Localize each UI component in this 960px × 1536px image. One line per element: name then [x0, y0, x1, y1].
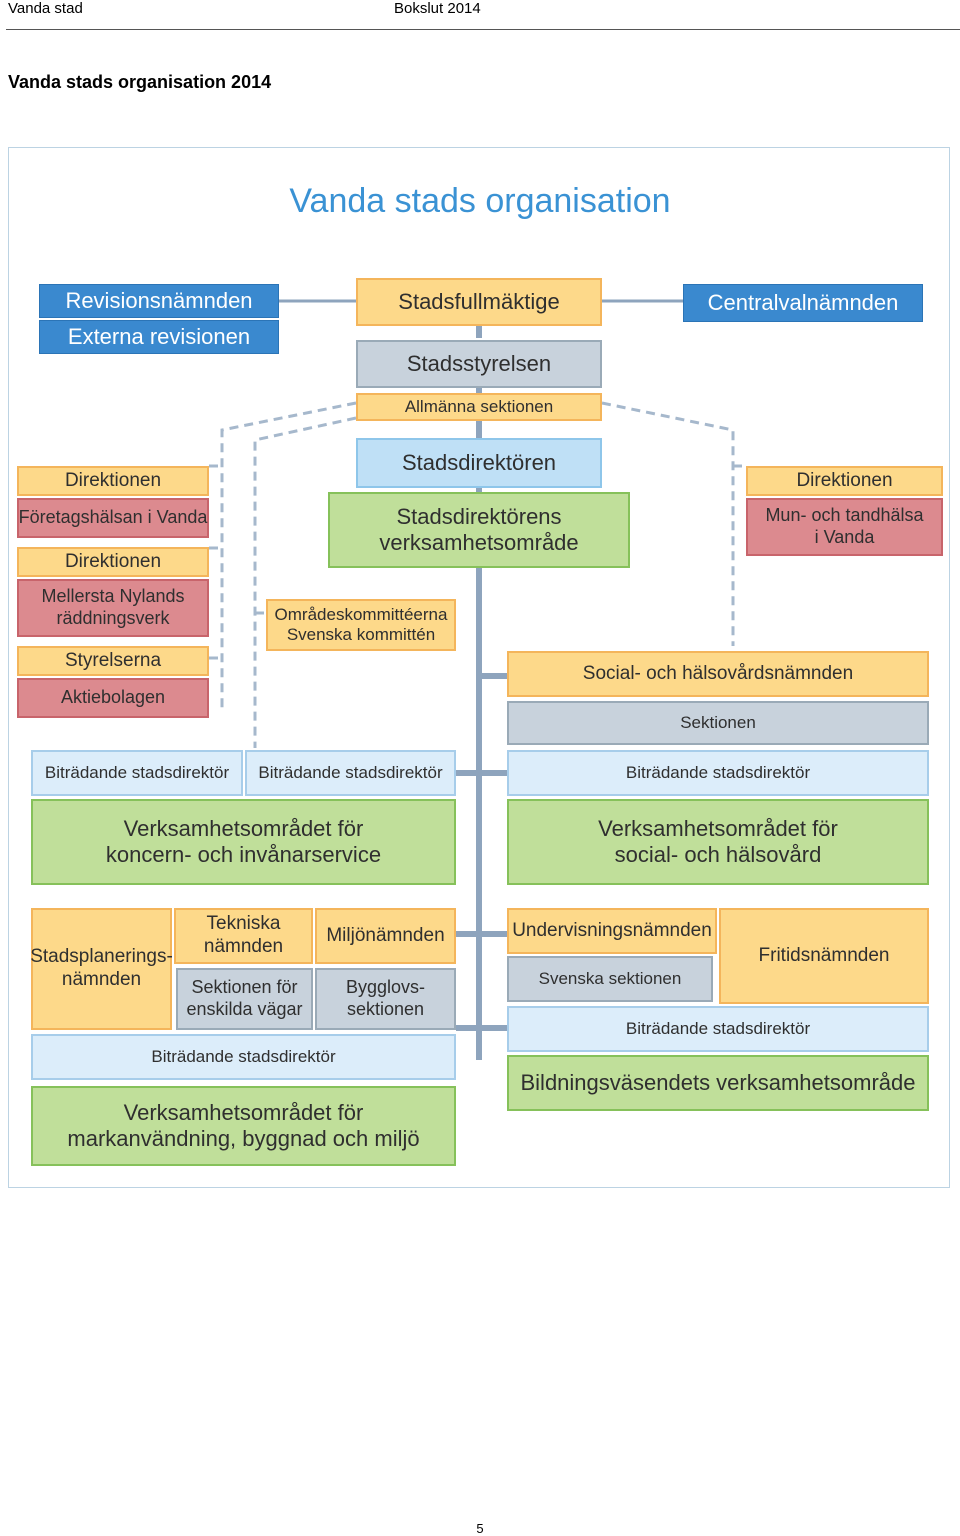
allmanna-sektionen-box: Allmänna sektionen: [356, 393, 602, 421]
left-direktionen-box: Direktionen: [17, 466, 209, 496]
right-direktionen-box: Direktionen: [746, 466, 943, 496]
omradeskommitteerna-box: Områdeskommittéerna Svenska kommittén: [266, 599, 456, 651]
stadsstyrelsen-box: Stadsstyrelsen: [356, 340, 602, 388]
page-number: 5: [476, 1521, 484, 1536]
revisionsnamnden-box: Revisionsnämnden: [39, 284, 279, 318]
bitradande-stadsdirektor-box: Biträdande stadsdirektör: [507, 1006, 929, 1052]
bitradande-stadsdirektor-box: Biträdande stadsdirektör: [31, 1034, 456, 1080]
tekniska-namnden-box: Tekniska nämnden: [174, 908, 313, 964]
miljonamnden-box: Miljönämnden: [315, 908, 456, 964]
mun-och-tandhalsa-box: Mun- och tandhälsa i Vanda: [746, 498, 943, 556]
markanvandning-omrade-box: Verksamhetsområdet för markanvändning, b…: [31, 1086, 456, 1166]
centralvalnamnden-box: Centralvalnämnden: [683, 284, 923, 322]
header-rule: [6, 29, 960, 30]
sektionen-box: Sektionen: [507, 701, 929, 745]
bitradande-stadsdirektor-box: Biträdande stadsdirektör: [31, 750, 243, 796]
dashed-connector: [253, 416, 357, 748]
left-direktionen-box: Direktionen: [17, 547, 209, 577]
undervisningsnamnden-box: Undervisningsnämnden: [507, 908, 717, 954]
stadsfullmaktige-box: Stadsfullmäktige: [356, 278, 602, 326]
chart-title: Vanda stads organisation: [289, 182, 671, 220]
fritidsnamnden-box: Fritidsnämnden: [719, 908, 929, 1004]
externa-revisionen-box: Externa revisionen: [39, 320, 279, 354]
connector-lines: [209, 299, 746, 1060]
header-left: Vanda stad: [8, 0, 83, 17]
foretagshalsan-box: Företagshälsan i Vanda: [17, 498, 209, 538]
aktiebolagen-box: Aktiebolagen: [17, 678, 209, 718]
social-halsovardsnamnden-box: Social- och hälsovårdsnämnden: [507, 651, 929, 697]
styrelserna-box: Styrelserna: [17, 646, 209, 676]
org-chart: Vanda stads organisation Revisionsnämnde…: [8, 147, 950, 1188]
header-center: Bokslut 2014: [394, 0, 481, 17]
stadsdirektoren-box: Stadsdirektören: [356, 438, 602, 488]
dashed-connector: [220, 401, 357, 708]
bitradande-stadsdirektor-box: Biträdande stadsdirektör: [507, 750, 929, 796]
koncern-service-omrade-box: Verksamhetsområdet för koncern- och invå…: [31, 799, 456, 885]
stadsplaneringsnamnden-box: Stadsplanerings- nämnden: [30, 908, 173, 1030]
bygglovssektionen-box: Bygglovs- sektionen: [315, 968, 456, 1030]
bildning-omrade-box: Bildningsväsendets verksamhetsområde: [507, 1055, 929, 1111]
sektionen-enskilda-vagar-box: Sektionen för enskilda vägar: [176, 968, 313, 1030]
stadsdirektorens-omrade-box: Stadsdirektörens verksamhetsområde: [328, 492, 630, 568]
bitradande-stadsdirektor-box: Biträdande stadsdirektör: [245, 750, 456, 796]
svenska-sektionen-box: Svenska sektionen: [507, 956, 713, 1002]
mellersta-nylands-box: Mellersta Nylands räddningsverk: [17, 579, 209, 637]
social-halsovard-omrade-box: Verksamhetsområdet för social- och hälso…: [507, 799, 929, 885]
dashed-connector: [601, 401, 735, 646]
page-title: Vanda stads organisation 2014: [8, 72, 272, 92]
